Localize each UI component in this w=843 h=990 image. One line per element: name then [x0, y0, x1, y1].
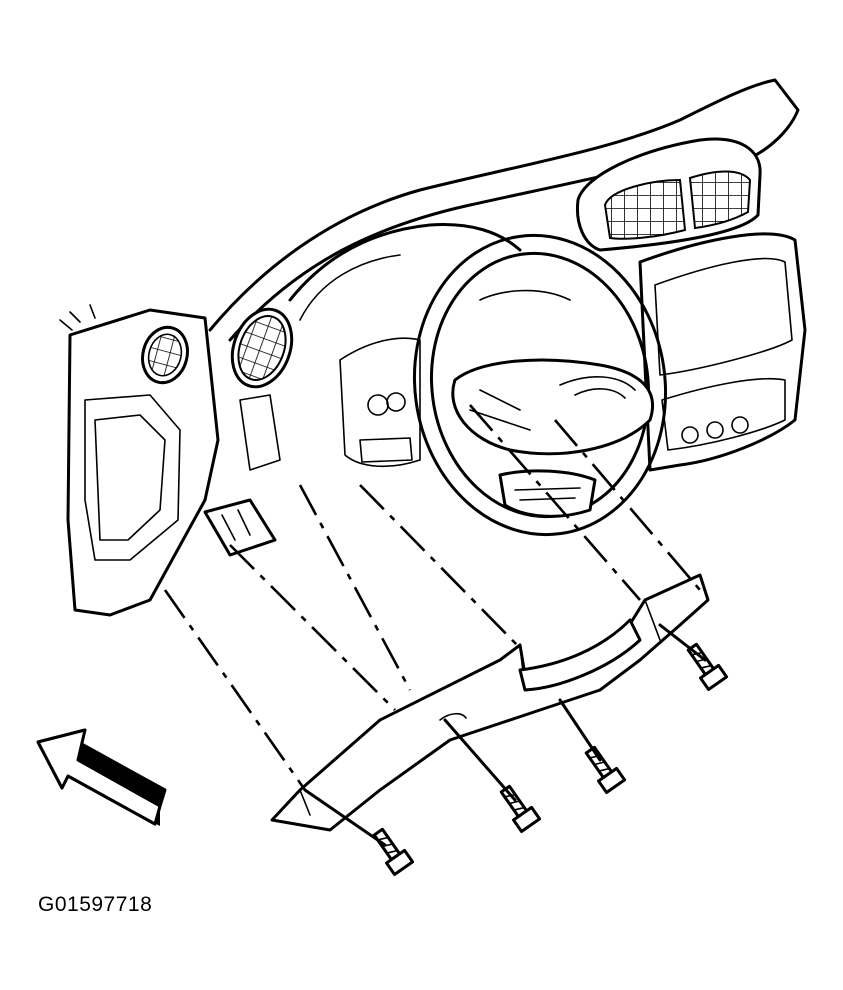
front-arrow-icon [36, 728, 167, 826]
figure-id-label: G01597718 [38, 893, 153, 916]
instrument-cluster [239, 337, 421, 471]
bolt-leader-lines [303, 623, 707, 847]
bolster-bolts [372, 642, 729, 876]
bolt-2 [499, 784, 542, 833]
center-air-vents [575, 137, 762, 252]
radio-bezel [638, 232, 807, 472]
bolt-3 [584, 745, 627, 794]
alignment-lines [163, 404, 701, 791]
knee-bolster [270, 573, 710, 832]
left-air-vent [141, 307, 294, 389]
bolster-bracket [203, 498, 277, 557]
left-side-panel [59, 304, 220, 617]
bolt-1 [372, 827, 415, 876]
